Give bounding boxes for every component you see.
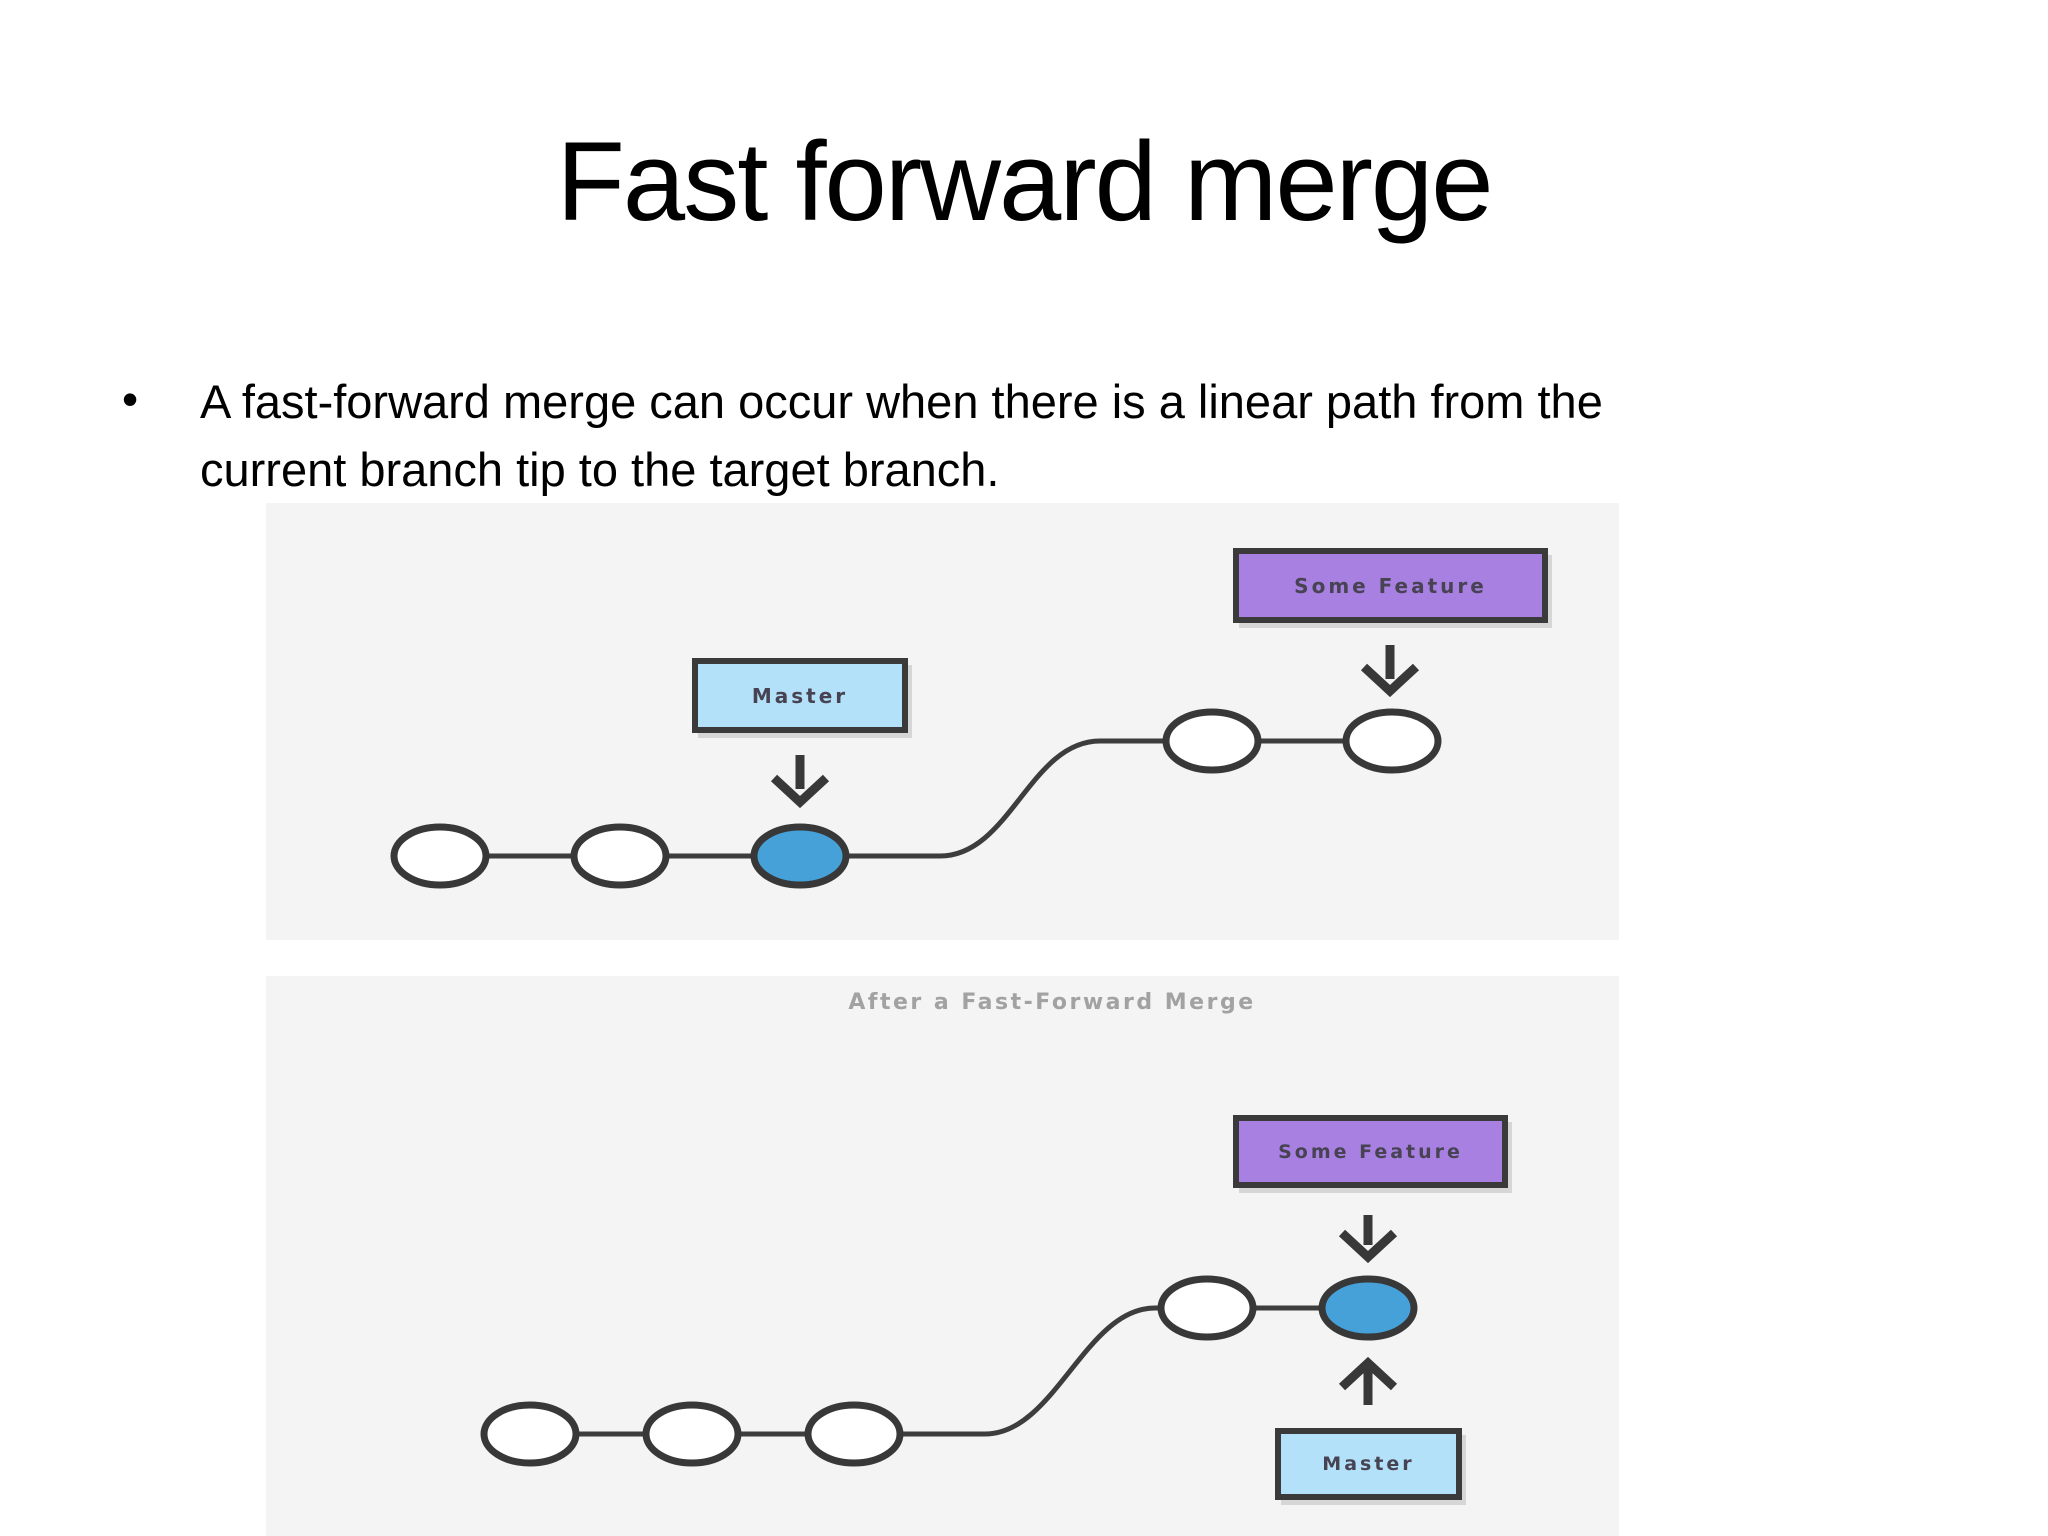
bullet-line-2: current branch tip to the target branch. [200,443,1000,496]
slide-title: Fast forward merge [556,119,1494,244]
commit-node [480,1401,580,1467]
commit-node [390,823,490,889]
feature-pointer-arrow [1338,1215,1398,1264]
feature-tip-node [1342,708,1442,774]
master-branch-label-box: Master [692,658,908,733]
diagram-after-canvas [480,1215,1418,1467]
diagram-before-merge: Some Feature Master [266,503,1619,940]
feature-pointer-arrow [1360,645,1420,698]
bullet-marker: • [122,373,139,425]
commit-node [1162,708,1262,774]
master-branch-label: Master [751,683,849,708]
feature-branch-label: Some Feature [1294,573,1487,598]
master-pointer-arrow [770,755,830,809]
master-branch-label: Master [1322,1453,1415,1475]
master-pointer-arrow [1338,1356,1398,1405]
commit-node [570,823,670,889]
bullet-text: A fast-forward merge can occur when ther… [200,368,1840,504]
merged-tip-node [1318,1275,1418,1341]
feature-branch-label-box: Some Feature [1233,548,1548,623]
feature-branch-label: Some Feature [1278,1140,1463,1163]
commit-node [804,1401,904,1467]
diagram-after-merge: After a Fast-Forward Merge Some Feature … [266,976,1619,1536]
diagram-caption: After a Fast-Forward Merge [848,990,1256,1015]
bullet-line-1: A fast-forward merge can occur when ther… [200,375,1603,428]
branch-curve [846,738,1166,859]
commit-node [1157,1275,1257,1341]
feature-branch-label-box: Some Feature [1233,1115,1508,1188]
master-branch-label-box: Master [1275,1428,1462,1500]
diagram-before-canvas [390,645,1442,889]
branch-curve [900,1305,1161,1437]
master-tip-node [750,823,850,889]
commit-node [642,1401,742,1467]
